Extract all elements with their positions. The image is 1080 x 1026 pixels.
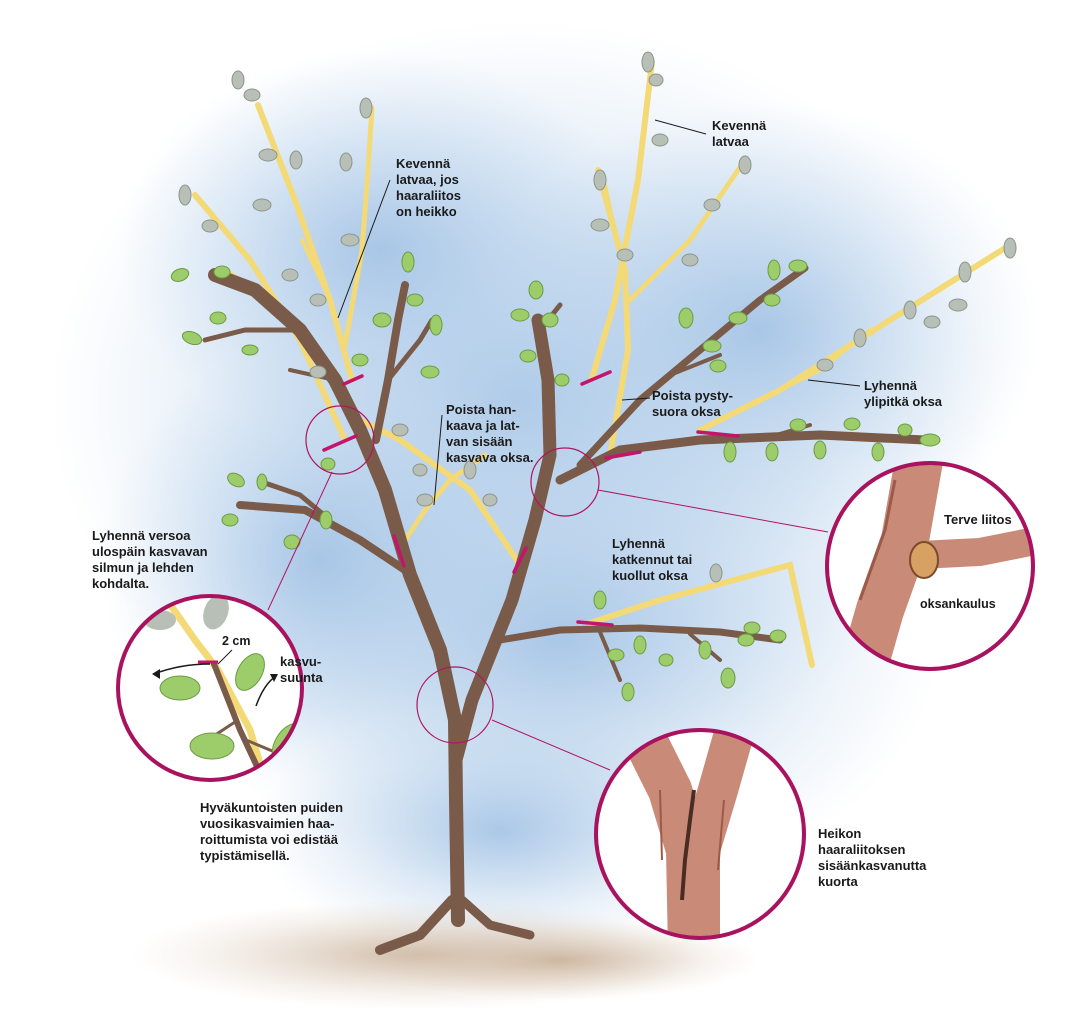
callout-weak-joint xyxy=(594,728,806,940)
grey-leaves xyxy=(178,51,1017,583)
callout-healthy-joint xyxy=(825,461,1035,671)
label-poista-pysty: Poista pysty- suora oksa xyxy=(652,388,733,419)
label-oksankaulus: oksankaulus xyxy=(920,597,996,611)
label-heikon: Heikon haaraliitoksen sisäänkasvanutta k… xyxy=(818,826,927,889)
focus-markers xyxy=(305,405,600,744)
label-lyhenna-versoa: Lyhennä versoa ulospäin kasvavan silmun … xyxy=(92,528,208,591)
cut-marks xyxy=(322,370,740,627)
label-lyhenna-katkennut: Lyhennä katkennut tai kuollut oksa xyxy=(612,536,693,583)
label-kasvusuunta: kasvu- suunta xyxy=(280,654,323,685)
tree xyxy=(202,264,930,955)
label-lyhenna-ylipitka: Lyhennä ylipitkä oksa xyxy=(864,378,943,409)
callout-lines xyxy=(267,471,829,771)
label-keventa-latvaa: Kevennä latvaa xyxy=(712,118,767,149)
label-keventa-jos: Kevennä latvaa, jos haaraliitos on heikk… xyxy=(396,156,462,219)
ground xyxy=(130,900,760,1010)
leaves xyxy=(170,251,941,702)
label-two-cm: 2 cm xyxy=(222,634,251,648)
leader-lines xyxy=(337,119,945,579)
label-hyvakuntoisten: Hyväkuntoisten puiden vuosikasvaimien ha… xyxy=(200,800,344,863)
label-terve-liitos: Terve liitos xyxy=(944,512,1012,527)
label-poista-hankaava: Poista han- kaava ja lat- van sisään kas… xyxy=(446,402,534,465)
